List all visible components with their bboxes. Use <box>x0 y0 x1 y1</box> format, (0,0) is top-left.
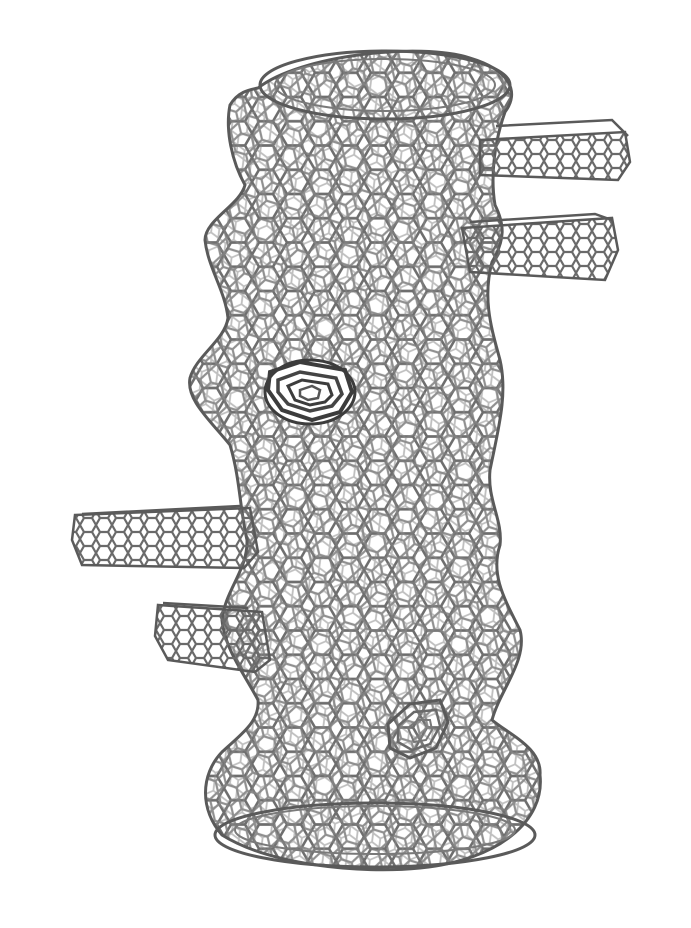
side-tube-upper-right-2 <box>460 212 620 282</box>
main-tube <box>188 49 542 872</box>
tube-opening-dark-middle <box>263 358 357 426</box>
side-tube-upper-right-1 <box>478 118 632 182</box>
tube-opening-lower-right <box>386 698 450 760</box>
side-tube-left-middle <box>70 504 260 570</box>
tube-top-rim <box>258 49 512 121</box>
side-tube-left-lower <box>153 601 272 674</box>
tube-bottom-rim <box>213 801 537 869</box>
